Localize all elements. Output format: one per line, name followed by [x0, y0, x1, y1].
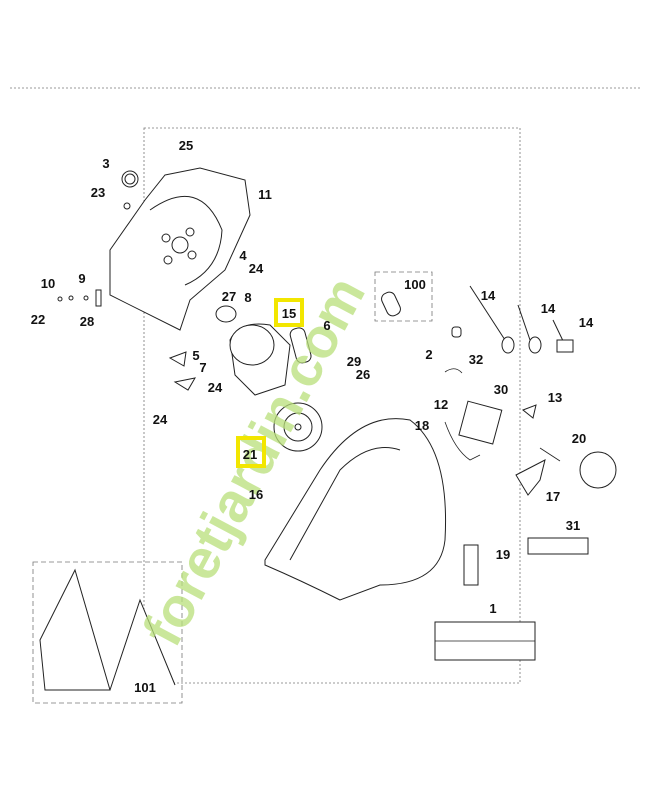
- motor-part: [168, 305, 312, 396]
- callout-28[interactable]: 28: [80, 314, 94, 329]
- callout-22[interactable]: 22: [31, 312, 45, 327]
- callout-18[interactable]: 18: [415, 418, 429, 433]
- callout-19[interactable]: 19: [496, 547, 510, 562]
- callout-14[interactable]: 14: [481, 288, 496, 303]
- callout-14[interactable]: 14: [541, 301, 556, 316]
- callout-24[interactable]: 24: [153, 412, 168, 427]
- callout-24[interactable]: 24: [208, 380, 223, 395]
- housing-part: [57, 167, 251, 331]
- electrical-parts: [381, 285, 617, 661]
- callout-20[interactable]: 20: [572, 431, 586, 446]
- callout-12[interactable]: 12: [434, 397, 448, 412]
- fan-part: [273, 402, 323, 452]
- callout-32[interactable]: 32: [469, 352, 483, 367]
- callout-14[interactable]: 14: [579, 315, 594, 330]
- callout-2[interactable]: 2: [425, 347, 432, 362]
- callout-23[interactable]: 23: [91, 185, 105, 200]
- cover-part: [264, 418, 447, 601]
- callout-10[interactable]: 10: [41, 276, 55, 291]
- callout-27[interactable]: 27: [222, 289, 236, 304]
- callout-100[interactable]: 100: [404, 277, 426, 292]
- inset-cover-part: [39, 568, 176, 691]
- callout-1[interactable]: 1: [489, 601, 496, 616]
- callout-17[interactable]: 17: [546, 489, 560, 504]
- callout-6[interactable]: 6: [323, 318, 330, 333]
- callout-29[interactable]: 29: [347, 354, 361, 369]
- callout-25[interactable]: 25: [179, 138, 193, 153]
- callout-21[interactable]: 21: [243, 447, 257, 462]
- callout-15[interactable]: 15: [282, 306, 296, 321]
- highlight-15: [274, 298, 304, 327]
- callout-13[interactable]: 13: [548, 390, 562, 405]
- callout-101[interactable]: 101: [134, 680, 156, 695]
- main-assembly-frame: [143, 127, 521, 684]
- callout-4[interactable]: 4: [239, 248, 247, 263]
- callout-30[interactable]: 30: [494, 382, 508, 397]
- callout-26[interactable]: 26: [356, 367, 370, 382]
- callout-5[interactable]: 5: [192, 348, 199, 363]
- callout-24[interactable]: 24: [249, 261, 264, 276]
- callout-16[interactable]: 16: [249, 487, 263, 502]
- callout-8[interactable]: 8: [244, 290, 251, 305]
- callout-31[interactable]: 31: [566, 518, 580, 533]
- callout-11[interactable]: 11: [258, 187, 272, 202]
- callout-9[interactable]: 9: [78, 271, 85, 286]
- highlight-21: [236, 436, 266, 468]
- callout-7[interactable]: 7: [199, 360, 206, 375]
- inset-box-101: [32, 561, 183, 704]
- callout-3[interactable]: 3: [102, 156, 109, 171]
- inset-box-100: [374, 271, 433, 322]
